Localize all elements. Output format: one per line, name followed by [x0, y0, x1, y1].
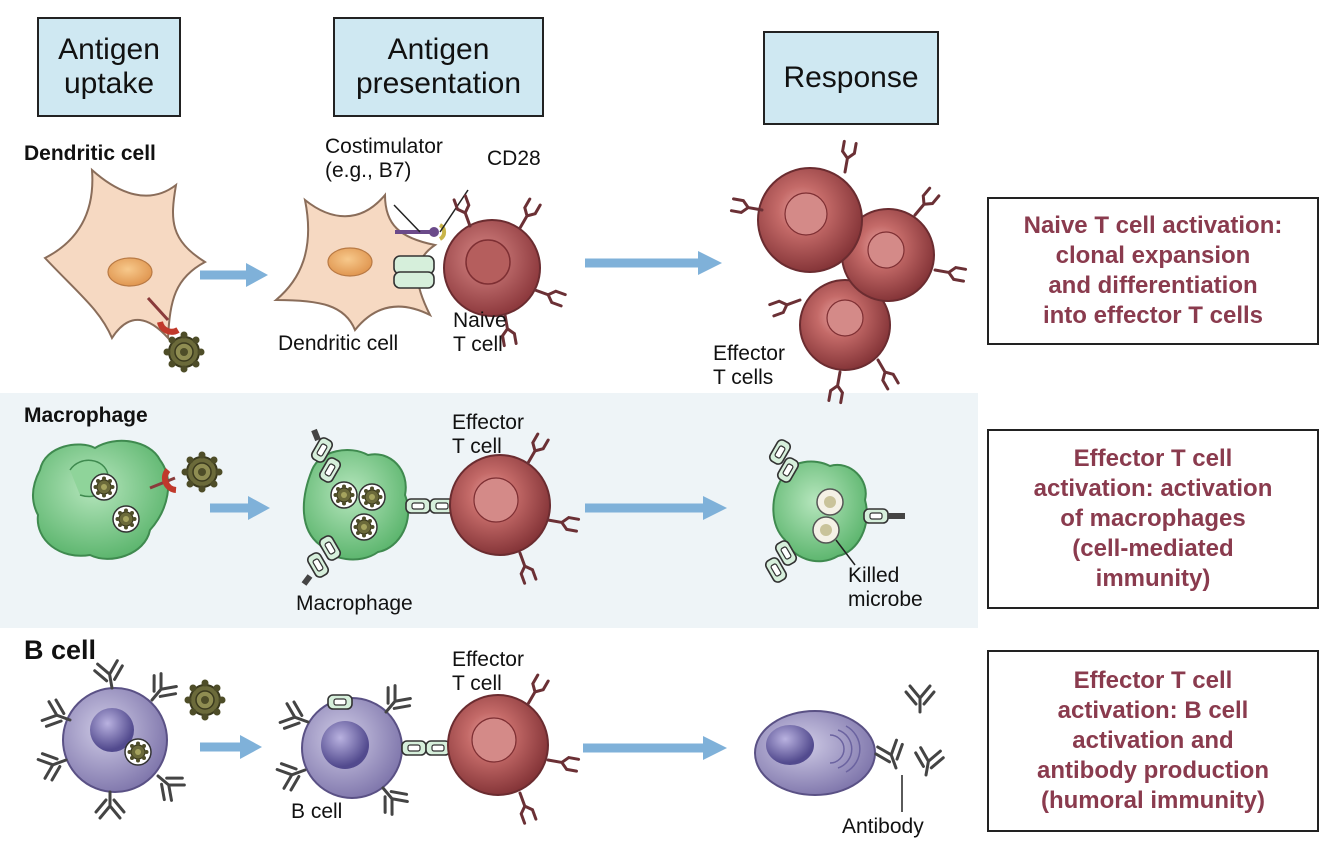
- b-cell-presenting: [274, 681, 451, 819]
- macrophage-uptake: [32, 439, 224, 560]
- plasma-cell: [754, 710, 876, 796]
- row-title-bcell: B cell: [24, 635, 97, 665]
- effector-t-cell-row3: [447, 673, 581, 825]
- arrow-row3-uptake: [200, 735, 262, 759]
- dendritic-cell-uptake: [43, 167, 207, 374]
- effector-t-cell-label-row3: Effector T cell: [452, 648, 524, 695]
- killed-microbe-label: Killed microbe: [848, 564, 923, 611]
- stage-antigen-presentation: Antigen presentation: [333, 17, 544, 117]
- row-title-macrophage: Macrophage: [24, 404, 148, 427]
- outcome-bcell-activation: Effector T cell activation: B cell activ…: [987, 650, 1319, 832]
- outcome-macrophage-activation: Effector T cell activation: activation o…: [987, 429, 1319, 609]
- dendritic-cell-label: Dendritic cell: [278, 332, 399, 355]
- b-cell-uptake: [35, 658, 227, 820]
- stage-antigen-uptake: Antigen uptake: [37, 17, 181, 117]
- effector-t-cell-label-row2: Effector T cell: [452, 411, 524, 458]
- arrow-row2-response: [585, 496, 727, 520]
- row-title-dendritic: Dendritic cell: [24, 142, 156, 165]
- stage-response-label: Response: [783, 61, 919, 94]
- effector-t-cell-row2: [449, 432, 581, 585]
- stage-antigen-presentation-label: Antigen presentation: [355, 33, 522, 100]
- naive-t-cell: [443, 194, 567, 348]
- naive-t-cell-label: Naive T cell: [453, 309, 507, 356]
- antibodies: [872, 684, 946, 812]
- effector-t-cells-cluster: [729, 139, 968, 405]
- cd28-label: CD28: [487, 147, 541, 170]
- effector-t-cells-label: Effector T cells: [713, 342, 785, 389]
- arrow-row2-uptake: [210, 496, 270, 520]
- b-cell-label: B cell: [291, 800, 343, 823]
- outcome-naive-t-activation: Naive T cell activation: clonal expansio…: [987, 197, 1319, 345]
- activated-macrophage: [763, 437, 905, 585]
- macrophage-label: Macrophage: [296, 592, 413, 615]
- antibody-label: Antibody: [842, 815, 924, 838]
- costimulator-label: Costimulator (e.g., B7): [325, 135, 443, 182]
- stage-response: Response: [763, 31, 939, 125]
- macrophage-presenting: [301, 428, 455, 586]
- arrow-row1-uptake: [200, 263, 268, 287]
- arrow-row1-response: [585, 251, 722, 275]
- dendritic-cell-presenting: [273, 189, 469, 332]
- stage-antigen-uptake-label: Antigen uptake: [58, 33, 160, 100]
- arrow-row3-response: [583, 736, 727, 760]
